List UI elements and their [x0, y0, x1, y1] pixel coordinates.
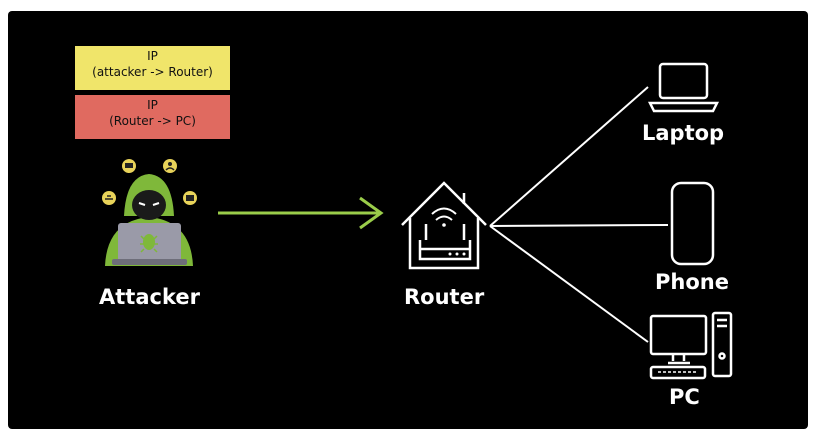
laptop-label: Laptop [642, 121, 725, 145]
packet-inner-detail: (Router -> PC) [109, 114, 196, 128]
link-laptop [489, 86, 649, 227]
diagram-canvas: IP (attacker -> Router) IP (Router -> PC… [8, 11, 808, 429]
packet-inner-title: IP [147, 98, 158, 112]
pc-icon [649, 311, 733, 380]
attack-arrow [218, 196, 384, 230]
connection-lines [489, 86, 669, 343]
laptop-icon [647, 62, 720, 113]
phone-icon [670, 181, 715, 266]
router-label: Router [404, 285, 485, 309]
phone-label: Phone [655, 270, 729, 294]
link-phone [489, 224, 669, 227]
pc-label: PC [669, 385, 700, 409]
packet-header-outer: IP (attacker -> Router) [75, 46, 230, 90]
packet-outer-detail: (attacker -> Router) [92, 65, 213, 79]
attacker-label: Attacker [99, 285, 200, 309]
packet-outer-title: IP [147, 49, 158, 63]
packet-header-inner: IP (Router -> PC) [75, 95, 230, 139]
link-pc [489, 225, 649, 343]
diagram-graphics [102, 62, 733, 380]
hacker-icon [102, 159, 197, 266]
router-icon [401, 181, 487, 270]
